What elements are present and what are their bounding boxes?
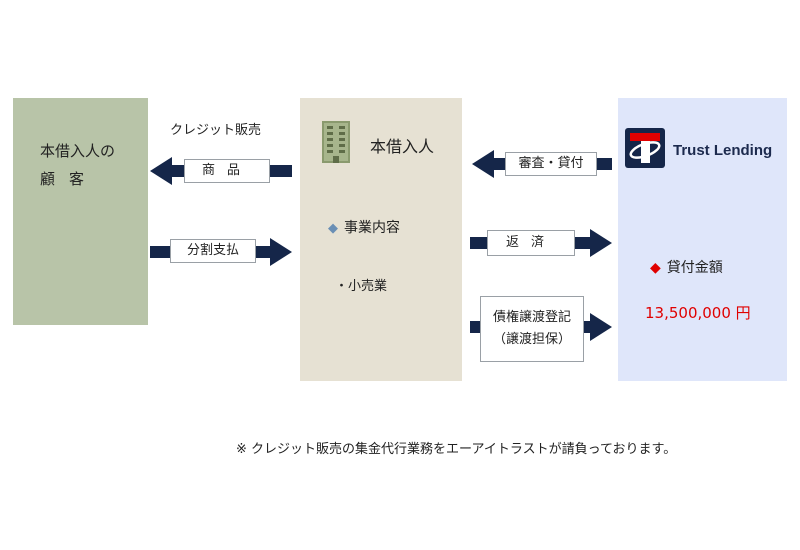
business-heading-text: 事業内容	[344, 220, 400, 236]
lender-brand-name: Trust Lending	[673, 142, 773, 159]
business-heading: ◆ 事業内容	[328, 217, 400, 237]
business-item: ・小売業	[335, 279, 388, 294]
customer-label-line2: 顧客	[40, 170, 99, 188]
screening-label-box: 審査・貸付	[505, 152, 597, 176]
diamond-icon: ◆	[328, 221, 338, 236]
goods-label-box: 商品	[184, 159, 270, 183]
loan-heading-text: 貸付金額	[666, 260, 723, 276]
repayment-label: 返済	[505, 235, 556, 250]
trust-lending-logo	[625, 128, 665, 168]
footnote: ※ クレジット販売の集金代行業務をエーアイトラストが請負っております。	[236, 442, 677, 457]
credit-sales-label: クレジット販売	[170, 123, 262, 138]
installment-label: 分割支払	[186, 243, 239, 258]
assignment-label-line1: 債権譲渡登記	[492, 310, 571, 325]
borrower-title: 本借入人	[370, 137, 435, 156]
assignment-label-line2: （譲渡担保）	[492, 332, 571, 347]
loan-amount: 13,500,000 円	[645, 304, 751, 322]
installment-label-box: 分割支払	[170, 239, 256, 263]
goods-label: 商品	[201, 163, 252, 178]
diamond-icon: ◆	[650, 260, 661, 276]
customer-label-line1: 本借入人の	[40, 142, 116, 160]
customer-box	[13, 98, 148, 325]
repayment-label-box: 返済	[487, 230, 575, 256]
building-icon	[322, 121, 350, 163]
screening-label: 審査・貸付	[518, 156, 584, 171]
assignment-label-box: 債権譲渡登記 （譲渡担保）	[480, 296, 584, 362]
loan-heading: ◆ 貸付金額	[650, 257, 723, 277]
